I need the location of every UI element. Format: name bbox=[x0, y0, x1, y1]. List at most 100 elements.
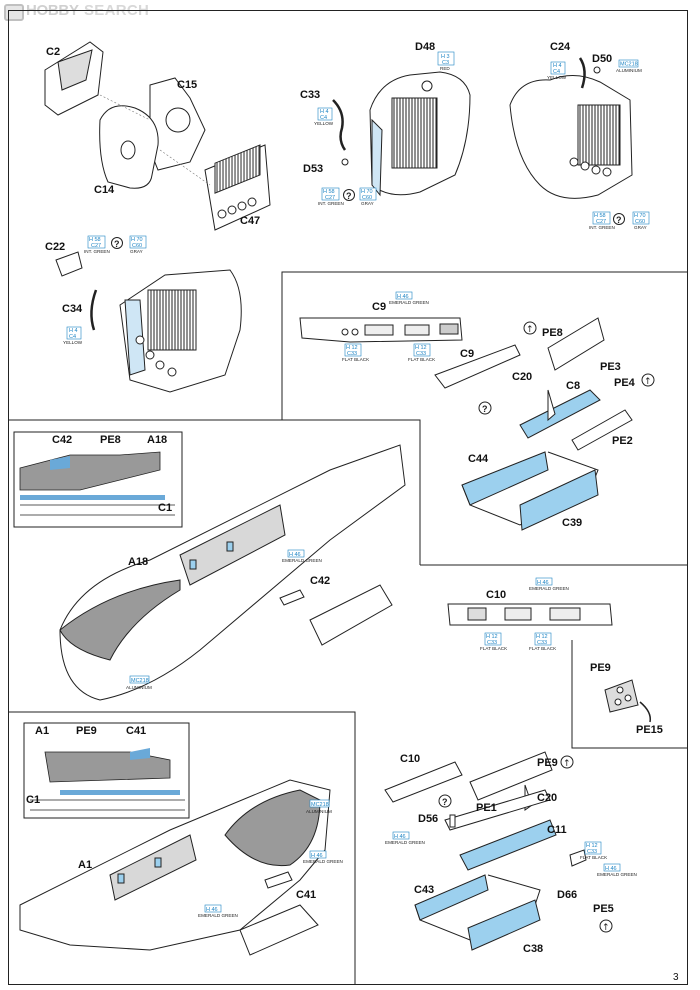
label-c10: C10 bbox=[486, 589, 506, 601]
paint-chip-h46-d56: H 46 EMERALD GREEN bbox=[385, 831, 425, 845]
label-c43: C43 bbox=[414, 884, 434, 896]
label-c1: C1 bbox=[158, 502, 172, 514]
flip-icon-pe9: ↑ bbox=[560, 755, 574, 769]
svg-text:?: ? bbox=[346, 191, 352, 201]
hobby-search-icon bbox=[4, 4, 24, 21]
svg-text:RED: RED bbox=[440, 66, 450, 71]
svg-text:?: ? bbox=[616, 215, 622, 225]
svg-text:C33: C33 bbox=[587, 849, 597, 855]
label-pe4: PE4 bbox=[614, 377, 636, 389]
svg-text:EMERALD GREEN: EMERALD GREEN bbox=[529, 586, 569, 591]
svg-text:C33: C33 bbox=[537, 640, 547, 646]
label-c1-b: C1 bbox=[26, 794, 40, 806]
svg-text:H 12: H 12 bbox=[346, 345, 358, 351]
label-pe9-b: PE9 bbox=[76, 725, 97, 737]
label-c14: C14 bbox=[94, 184, 115, 196]
part-c20-shape bbox=[547, 389, 556, 422]
part-c33-shape bbox=[332, 99, 347, 151]
label-pe8-b: PE8 bbox=[100, 434, 121, 446]
svg-text:↑: ↑ bbox=[563, 759, 571, 769]
paint-chip-h12-c33-e: H 12 C33 FLAT BLACK bbox=[580, 841, 608, 860]
paint-chip-h4-c4-c: H 4 C4 YELLOW bbox=[63, 326, 83, 345]
svg-text:MC218: MC218 bbox=[311, 802, 329, 808]
question-icon-c: ? bbox=[111, 237, 123, 249]
paint-chip-h58-c27: H 58 C27 INT. GREEN bbox=[318, 187, 344, 206]
svg-text:H 4: H 4 bbox=[320, 109, 329, 115]
part-c42-shape bbox=[279, 589, 305, 606]
svg-text:C60: C60 bbox=[132, 243, 142, 249]
paint-chip-h46-d66: H 46 EMERALD GREEN bbox=[597, 863, 637, 877]
svg-text:H 70: H 70 bbox=[634, 213, 646, 219]
label-d53: D53 bbox=[303, 163, 323, 175]
svg-text:?: ? bbox=[482, 404, 488, 414]
inset-detail-a18 bbox=[13, 431, 183, 528]
part-pe8-shape bbox=[547, 317, 605, 371]
label-c15: C15 bbox=[177, 79, 197, 91]
svg-text:H 12: H 12 bbox=[586, 843, 598, 849]
bulkhead-assembly-3 bbox=[509, 57, 633, 199]
label-a18: A18 bbox=[147, 434, 167, 446]
part-c34-shape bbox=[90, 289, 98, 331]
svg-text:C27: C27 bbox=[596, 219, 606, 225]
svg-text:YELLOW: YELLOW bbox=[63, 340, 83, 345]
part-d53-shape bbox=[341, 158, 349, 166]
instrument-panel-c9 bbox=[299, 317, 633, 531]
panel-dividers bbox=[8, 271, 688, 985]
label-c42-b: C42 bbox=[310, 575, 330, 587]
svg-text:GRAY: GRAY bbox=[130, 249, 143, 254]
label-c33: C33 bbox=[300, 89, 320, 101]
svg-text:C60: C60 bbox=[635, 219, 645, 225]
svg-text:C27: C27 bbox=[325, 195, 335, 201]
svg-text:H 46: H 46 bbox=[311, 853, 323, 859]
svg-text:C33: C33 bbox=[347, 351, 357, 357]
paint-chip-h12-c33-b: H 12 C33 FLAT BLACK bbox=[408, 343, 436, 362]
svg-text:H 58: H 58 bbox=[89, 237, 101, 243]
label-pe2: PE2 bbox=[612, 435, 633, 447]
svg-text:C27: C27 bbox=[91, 243, 101, 249]
paint-chip-h12-c33-c: H 12 C33 FLAT BLACK bbox=[480, 632, 508, 651]
part-pe2-shape bbox=[571, 409, 633, 451]
svg-text:C33: C33 bbox=[487, 640, 497, 646]
label-a18-b: A18 bbox=[128, 556, 148, 568]
svg-text:C4: C4 bbox=[553, 69, 560, 75]
svg-text:FLAT BLACK: FLAT BLACK bbox=[342, 357, 370, 362]
label-c20: C20 bbox=[512, 371, 532, 383]
svg-text:H 58: H 58 bbox=[323, 189, 335, 195]
question-icon-d: ? bbox=[478, 401, 492, 415]
svg-text:H 46: H 46 bbox=[206, 907, 218, 913]
bulkhead-assembly-2 bbox=[332, 71, 471, 197]
label-pe5: PE5 bbox=[593, 903, 614, 915]
paint-chip-h3-c3: H 3 C3 RED bbox=[437, 51, 455, 71]
svg-text:H 4: H 4 bbox=[553, 63, 562, 69]
svg-text:H 70: H 70 bbox=[131, 237, 143, 243]
label-c39: C39 bbox=[562, 517, 582, 529]
svg-text:H 46: H 46 bbox=[605, 866, 617, 872]
label-d56: D56 bbox=[418, 813, 438, 825]
paint-chip-h4-c4: H 4 C4 YELLOW bbox=[314, 107, 334, 126]
svg-text:↑: ↑ bbox=[644, 377, 652, 387]
svg-text:INT. GREEN: INT. GREEN bbox=[589, 225, 615, 230]
svg-text:C60: C60 bbox=[362, 195, 372, 201]
label-pe8: PE8 bbox=[542, 327, 563, 339]
paint-chip-h70-c60-b: H 70 C60 GRAY bbox=[632, 211, 650, 230]
svg-text:?: ? bbox=[442, 797, 448, 807]
svg-text:H 4: H 4 bbox=[69, 328, 78, 334]
paint-chip-h70-c60: H 70 C60 GRAY bbox=[359, 187, 377, 206]
svg-text:C33: C33 bbox=[416, 351, 426, 357]
paint-chip-h46-a1-b: H 46 EMERALD GREEN bbox=[198, 904, 238, 918]
svg-text:FLAT BLACK: FLAT BLACK bbox=[529, 646, 557, 651]
paint-chip-h46-a1: H 46 EMERALD GREEN bbox=[303, 850, 343, 864]
paint-chip-h46-a18: H 46 EMERALD GREEN bbox=[282, 549, 322, 563]
svg-text:FLAT BLACK: FLAT BLACK bbox=[408, 357, 436, 362]
part-d66-shape bbox=[569, 849, 587, 867]
bulkhead-assembly-exploded bbox=[44, 41, 271, 231]
paint-chip-h12-c33-a: H 12 C33 FLAT BLACK bbox=[342, 343, 370, 362]
side-console-assembly bbox=[384, 751, 587, 951]
svg-text:C4: C4 bbox=[69, 334, 76, 340]
inset-detail-pe9 bbox=[604, 679, 652, 723]
svg-text:H 3: H 3 bbox=[441, 54, 450, 60]
label-c2: C2 bbox=[46, 46, 60, 58]
svg-text:GRAY: GRAY bbox=[361, 201, 374, 206]
label-pe3: PE3 bbox=[600, 361, 621, 373]
